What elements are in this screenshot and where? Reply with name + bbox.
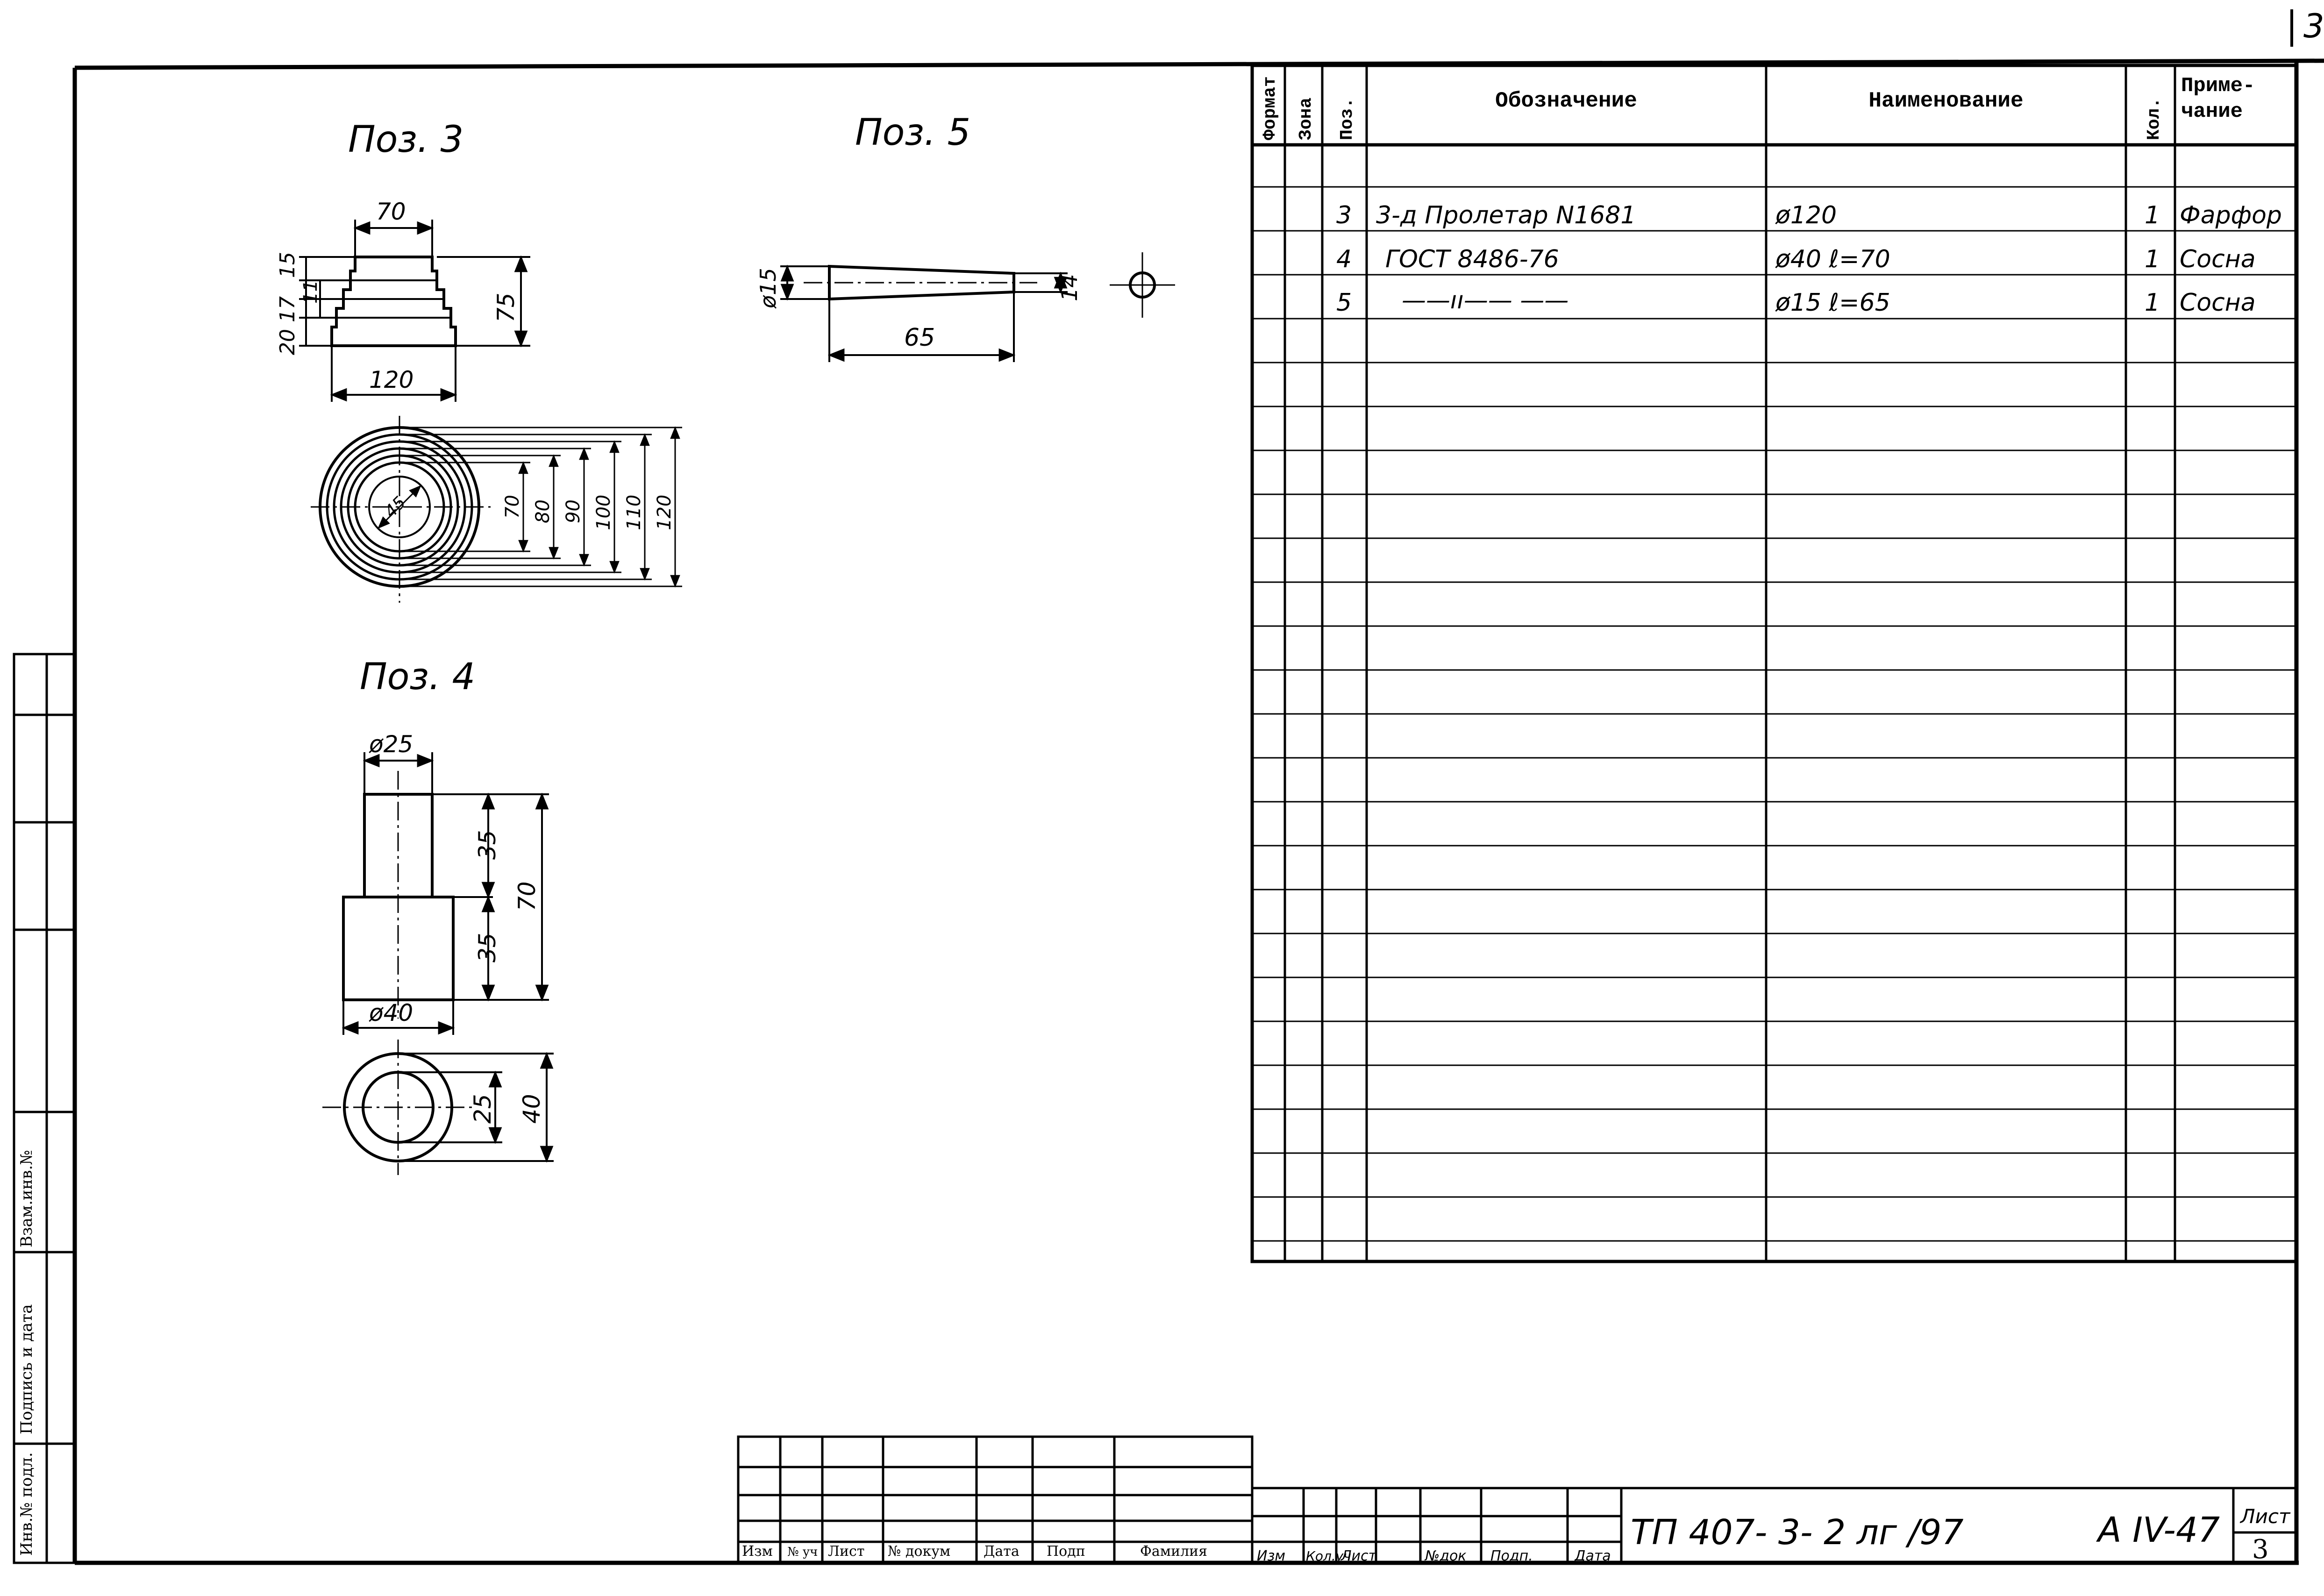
pos5-end-view: [1110, 252, 1175, 318]
tb-left-col-sign: Подп: [1047, 1543, 1085, 1560]
pos4-title: Поз. 4: [360, 656, 475, 698]
pos4-plan-view: [322, 1040, 474, 1175]
pos4-dim-d-bottom: ø40: [369, 999, 413, 1026]
header-designation: Обозначение: [1495, 89, 1637, 113]
tb-left-col-date: Дата: [984, 1543, 1019, 1560]
tb-left-col-izm: Изм: [742, 1543, 773, 1560]
corner-sheet-number: 3: [2303, 7, 2324, 45]
pos3-ring-dim-70: 70: [502, 495, 523, 519]
tb-right-col-koluch: Кол.уч: [1306, 1548, 1351, 1564]
pos3-ring-dim-100: 100: [593, 495, 614, 530]
spec-table-grid: [1250, 64, 2298, 1263]
title-block-right-grid: [1251, 1487, 2298, 1564]
row2-name: ø40 ℓ=70: [1775, 245, 1890, 273]
pos5-dim-d-right: 14: [1057, 274, 1082, 301]
pos3-dim-h11: 11: [300, 280, 321, 304]
row3-name: ø15 ℓ=65: [1775, 289, 1890, 317]
header-zone: Зона: [1296, 98, 1316, 140]
pos3-title: Поз. 3: [348, 119, 463, 161]
row1-note: Фарфор: [2180, 201, 2282, 229]
pos3-front-dims: [299, 220, 530, 402]
tb-designation: ТП 407- 3- 2 лг /97: [1631, 1512, 1964, 1553]
pos3-dim-diameter-45: 45: [381, 493, 409, 521]
tb-right-col-doc: №док: [1424, 1548, 1466, 1564]
header-note-2: чание: [2181, 100, 2243, 123]
pos4-dim-d-top: ø25: [369, 731, 413, 758]
tb-sheet-label: Лист: [2239, 1505, 2291, 1528]
pos3-ring-dim-110: 110: [623, 495, 645, 530]
tb-right-col-list: Лист: [1340, 1548, 1377, 1564]
pos4-dim-h-upper: 35: [474, 830, 501, 860]
header-qty: Кол.: [2144, 98, 2164, 140]
pos3-dim-h17: 17: [276, 296, 299, 322]
header-name: Наименование: [1868, 89, 2023, 113]
pos4-dim-total: 70: [513, 881, 541, 911]
pos5-view: [804, 264, 1037, 301]
pos5-dims: [780, 264, 1068, 362]
row3-designation: ——ıı—— ——: [1402, 286, 1568, 314]
tb-album: А IV-47: [2096, 1510, 2220, 1550]
row2-note: Сосна: [2180, 245, 2256, 273]
stamp-label-signature: Подпись и дата: [17, 1304, 36, 1435]
pos5-dim-length: 65: [904, 324, 935, 352]
header-pos: Поз.: [1337, 98, 1357, 140]
pos5-dim-d-left: ø15: [756, 268, 781, 309]
row2-pos: 4: [1336, 245, 1352, 273]
tb-right-col-sign: Подп.: [1490, 1548, 1533, 1564]
tb-right-col-date: Дата: [1574, 1548, 1611, 1564]
pos5-title: Поз. 5: [855, 112, 970, 154]
row1-name: ø120: [1775, 201, 1837, 229]
sheet-frame: [72, 9, 2324, 1565]
tb-left-col-name: Фамилия: [1140, 1543, 1207, 1560]
pos4-front-dims: [342, 752, 549, 1035]
spec-table-row-lines: [1252, 186, 2296, 1242]
pos4-dim-plan-outer: 40: [518, 1094, 545, 1124]
pos3-ring-dim-120: 120: [654, 495, 675, 530]
header-format: Формат: [1260, 76, 1280, 140]
pos3-dim-total-height: 75: [492, 292, 520, 322]
pos3-dim-h20: 20: [276, 329, 299, 355]
pos3-front-view: [330, 256, 457, 347]
pos4-dim-h-lower: 35: [474, 933, 501, 962]
tb-left-col-doc: № докум: [888, 1543, 950, 1560]
stamp-label-replace: Взам.инв.№: [17, 1150, 36, 1248]
row1-pos: 3: [1336, 201, 1352, 229]
header-note-1: Приме-: [2181, 74, 2255, 98]
pos3-ring-dim-80: 80: [532, 499, 554, 523]
tb-left-col-list: Лист: [828, 1543, 864, 1560]
pos3-dim-top-width: 70: [376, 198, 406, 225]
pos3-dim-base-width: 120: [369, 366, 413, 393]
row3-pos: 5: [1336, 289, 1352, 317]
pos4-front-view: [342, 771, 455, 1019]
row1-designation: 3-д Пролетар N1681: [1376, 201, 1636, 229]
row3-qty: 1: [2145, 289, 2160, 317]
tb-sheet-number: 3: [2252, 1534, 2269, 1565]
tb-left-col-uch: № уч: [787, 1545, 818, 1559]
row3-note: Сосна: [2180, 289, 2256, 317]
stamp-label-inventory: Инв.№ подл.: [17, 1452, 36, 1556]
row1-qty: 1: [2145, 201, 2160, 229]
row2-designation: ГОСТ 8486-76: [1385, 245, 1559, 273]
tb-right-col-izm: Изм: [1257, 1548, 1285, 1564]
pos3-ring-dims: [399, 426, 682, 588]
pos3-ring-dim-90: 90: [563, 499, 584, 523]
left-stamp: [13, 653, 76, 1564]
pos3-dim-h15: 15: [276, 252, 299, 278]
row2-qty: 1: [2145, 245, 2160, 273]
pos4-plan-dims: [398, 1052, 554, 1163]
pos4-dim-plan-inner: 25: [469, 1094, 496, 1124]
